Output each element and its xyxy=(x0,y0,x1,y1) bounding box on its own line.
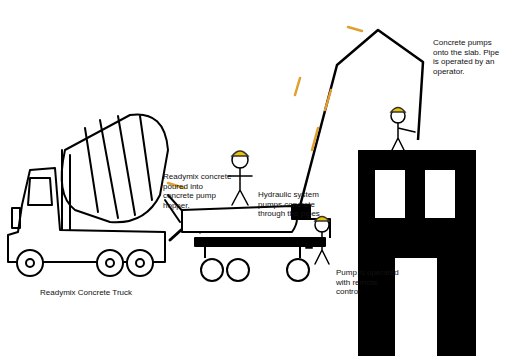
worker-body xyxy=(312,232,329,264)
trailer-wheel xyxy=(227,259,249,281)
mixer-drum xyxy=(62,114,168,222)
door xyxy=(395,258,437,356)
trailer-wheel xyxy=(287,259,309,281)
truck-window xyxy=(28,178,52,205)
building xyxy=(358,150,476,356)
hub xyxy=(136,259,144,267)
annotation: Concrete pumps onto the slab. Pipe is op… xyxy=(433,38,507,76)
truck-grille xyxy=(12,208,20,228)
hub xyxy=(26,259,34,267)
annotation: Readymix concrete poured into concrete p… xyxy=(163,172,235,210)
flow-marks xyxy=(168,27,362,188)
remote-control xyxy=(306,242,312,248)
drum-stripes xyxy=(85,116,152,218)
hub xyxy=(106,259,114,267)
truck-wheel xyxy=(17,250,43,276)
truck-wheel xyxy=(127,250,153,276)
hard-hat xyxy=(232,151,248,156)
annotation: Hydraulic system pumps concrete through … xyxy=(258,190,330,219)
window xyxy=(375,170,405,218)
axle xyxy=(205,246,300,258)
hard-hat xyxy=(391,108,405,113)
truck-wheel xyxy=(97,250,123,276)
window xyxy=(425,170,455,218)
annotation: Readymix Concrete Truck xyxy=(40,288,150,298)
truck-frame xyxy=(62,150,70,230)
annotation: Pump is operated with remote control. xyxy=(336,268,400,297)
building-wall xyxy=(358,150,476,356)
trailer-frame xyxy=(310,219,330,238)
worker-head xyxy=(232,152,248,168)
worker-body xyxy=(228,168,252,205)
trailer-wheel xyxy=(201,259,223,281)
worker-body xyxy=(392,123,415,150)
